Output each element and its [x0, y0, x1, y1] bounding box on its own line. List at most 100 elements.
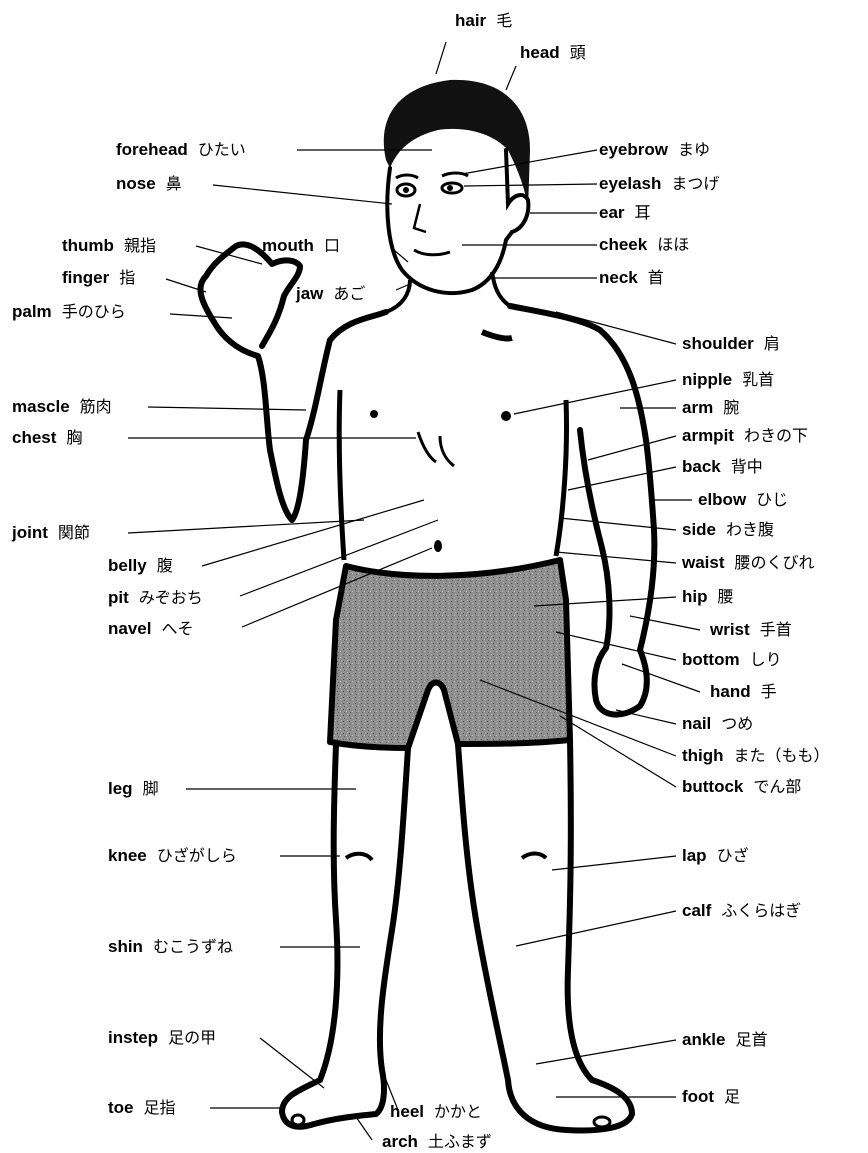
label-calf: calf ふくらはぎ [682, 900, 801, 922]
label-en: chest [12, 428, 56, 447]
label-ja: 指 [119, 268, 135, 287]
label-ja: ふくらはぎ [721, 901, 801, 920]
label-ja: 腰 [718, 587, 734, 606]
label-mouth: mouth口 [262, 235, 340, 257]
label-ja: 鼻 [166, 174, 182, 193]
label-en: hand [710, 682, 751, 701]
label-hair: hair 毛 [455, 10, 512, 32]
label-en: knee [108, 846, 147, 865]
label-ja: 足の甲 [168, 1028, 216, 1047]
label-en: arm [682, 398, 713, 417]
label-en: foot [682, 1087, 714, 1106]
label-belly: belly 腹 [108, 555, 173, 577]
label-ja: かかと [434, 1102, 482, 1121]
label-navel: navelへそ [108, 618, 194, 640]
label-en: bottom [682, 650, 740, 669]
label-en: nipple [682, 370, 732, 389]
label-ja: わきの下 [744, 426, 808, 445]
label-ja: ひたい [198, 140, 246, 159]
label-armpit: armpitわきの下 [682, 425, 808, 447]
label-en: neck [599, 268, 638, 287]
label-ja: 手 [761, 682, 777, 701]
label-shin: shin むこうずね [108, 936, 233, 958]
label-ja: ひじ [756, 490, 788, 509]
label-ja: 首 [648, 268, 664, 287]
label-en: buttock [682, 777, 743, 796]
label-ja: また（もも） [734, 746, 830, 765]
label-ja: 腹 [157, 556, 173, 575]
label-ja: 親指 [124, 236, 156, 255]
label-en: shin [108, 937, 143, 956]
label-en: nail [682, 714, 711, 733]
label-cheek: cheek ほほ [599, 234, 689, 256]
label-ja: あご [333, 284, 365, 303]
label-en: shoulder [682, 334, 754, 353]
label-en: eyelash [599, 174, 661, 193]
label-ja: 足首 [735, 1030, 767, 1049]
label-ja: 手首 [760, 620, 792, 639]
label-en: pit [108, 588, 129, 607]
label-ja: 毛 [496, 11, 512, 30]
label-arm: arm腕 [682, 397, 739, 419]
label-lap: lap ひざ [682, 845, 749, 867]
label-en: hair [455, 11, 486, 30]
label-ja: みぞおち [139, 588, 203, 607]
label-neck: neck 首 [599, 267, 664, 289]
label-ankle: ankle足首 [682, 1029, 768, 1051]
label-en: head [520, 43, 560, 62]
label-ja: むこうずね [153, 937, 233, 956]
label-ja: しり [750, 650, 782, 669]
label-head: head 頭 [520, 42, 586, 64]
label-en: toe [108, 1098, 134, 1117]
label-hand: hand 手 [710, 681, 777, 703]
label-en: waist [682, 553, 725, 572]
face-outline [387, 150, 528, 293]
label-en: side [682, 520, 716, 539]
label-ja: ひざがしら [157, 846, 237, 865]
label-en: thumb [62, 236, 114, 255]
label-palm: palm手のひら [12, 301, 126, 323]
label-ja: へそ [161, 619, 193, 638]
label-heel: heel かかと [390, 1101, 482, 1123]
label-en: wrist [710, 620, 750, 639]
label-en: calf [682, 901, 711, 920]
label-ja: まゆ [678, 140, 710, 159]
label-thumb: thumb 親指 [62, 235, 156, 257]
label-ja: ひざ [717, 846, 749, 865]
label-en: back [682, 457, 721, 476]
label-bottom: bottom しり [682, 649, 782, 671]
label-en: hip [682, 587, 708, 606]
label-en: mouth [262, 236, 314, 255]
label-en: cheek [599, 235, 647, 254]
label-ja: 耳 [635, 203, 651, 222]
label-en: heel [390, 1102, 424, 1121]
label-ja: 頭 [570, 43, 586, 62]
label-pit: pit みぞおち [108, 587, 203, 609]
label-en: mascle [12, 397, 70, 416]
label-ja: ほほ [657, 235, 689, 254]
label-en: palm [12, 302, 52, 321]
nipple-left [370, 410, 378, 418]
label-en: lap [682, 846, 707, 865]
label-en: belly [108, 556, 147, 575]
label-ja: 土ふまず [428, 1132, 492, 1151]
label-hip: hip 腰 [682, 586, 734, 608]
label-wrist: wrist 手首 [710, 619, 792, 641]
